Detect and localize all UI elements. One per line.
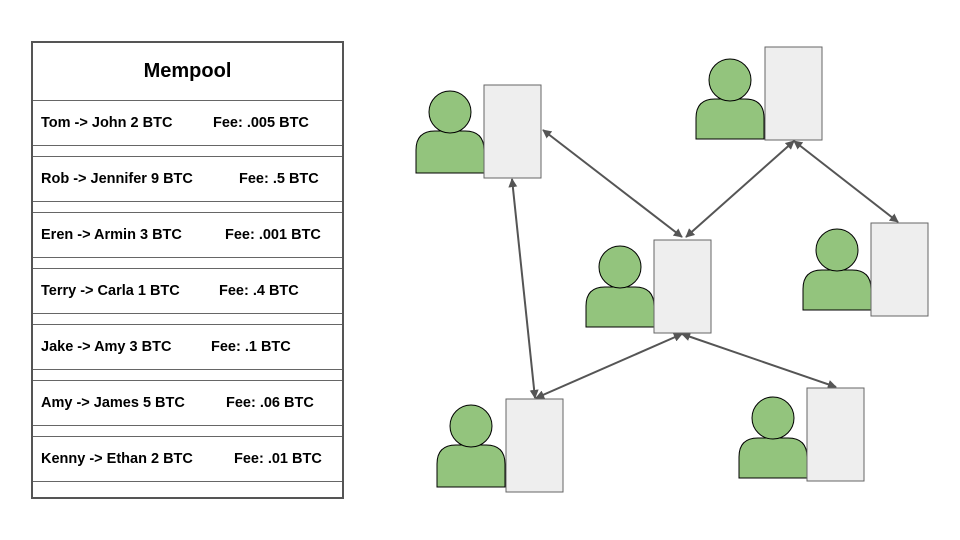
transaction-transfer: Kenny -> Ethan 2 BTC [41, 451, 193, 467]
transaction-fee: Fee: .001 BTC [225, 227, 321, 243]
connection-arrow [535, 333, 683, 399]
network-node [802, 222, 929, 317]
network-node [415, 84, 542, 179]
mempool-transaction-row: Kenny -> Ethan 2 BTC Fee: .01 BTC [33, 436, 342, 482]
network-connections [508, 129, 899, 399]
mempool-transaction-row: Eren -> Armin 3 BTC Fee: .001 BTC [33, 212, 342, 258]
person-icon [436, 404, 506, 488]
person-icon [802, 228, 872, 311]
connection-arrow [793, 140, 899, 223]
network-node [436, 398, 564, 493]
ledger-icon [870, 222, 929, 317]
connection-arrow [685, 140, 795, 238]
mempool-transaction-row: Tom -> John 2 BTC Fee: .005 BTC [33, 100, 342, 146]
network-node [738, 387, 865, 482]
transaction-transfer: Tom -> John 2 BTC [41, 115, 173, 131]
transaction-transfer: Rob -> Jennifer 9 BTC [41, 171, 193, 187]
mempool-transaction-row: Rob -> Jennifer 9 BTC Fee: .5 BTC [33, 156, 342, 202]
ledger-icon [806, 387, 865, 482]
ledger-icon [764, 46, 823, 141]
transaction-fee: Fee: .01 BTC [234, 451, 322, 467]
transaction-transfer: Eren -> Armin 3 BTC [41, 227, 182, 243]
transaction-transfer: Jake -> Amy 3 BTC [41, 339, 172, 355]
mempool-panel: Mempool Tom -> John 2 BTC Fee: .005 BTC … [31, 41, 344, 499]
person-icon [695, 58, 765, 140]
transaction-fee: Fee: .1 BTC [211, 339, 291, 355]
transaction-fee: Fee: .5 BTC [239, 171, 319, 187]
mempool-transaction-row: Terry -> Carla 1 BTC Fee: .4 BTC [33, 268, 342, 314]
ledger-icon [505, 398, 564, 493]
connection-arrow [542, 129, 683, 238]
person-icon [415, 90, 485, 174]
ledger-icon [483, 84, 542, 179]
transaction-fee: Fee: .4 BTC [219, 283, 299, 299]
network-node [695, 46, 823, 141]
transaction-transfer: Terry -> Carla 1 BTC [41, 283, 180, 299]
ledger-icon [653, 239, 712, 334]
mempool-transaction-row: Jake -> Amy 3 BTC Fee: .1 BTC [33, 324, 342, 370]
transaction-fee: Fee: .005 BTC [213, 115, 309, 131]
person-icon [738, 396, 808, 479]
mempool-transaction-row: Amy -> James 5 BTC Fee: .06 BTC [33, 380, 342, 426]
connection-arrow [681, 332, 837, 389]
connection-arrow [508, 178, 539, 399]
network-node [585, 239, 712, 334]
mempool-title: Mempool [143, 60, 232, 82]
transaction-fee: Fee: .06 BTC [226, 395, 314, 411]
person-icon [585, 245, 655, 328]
transaction-transfer: Amy -> James 5 BTC [41, 395, 185, 411]
